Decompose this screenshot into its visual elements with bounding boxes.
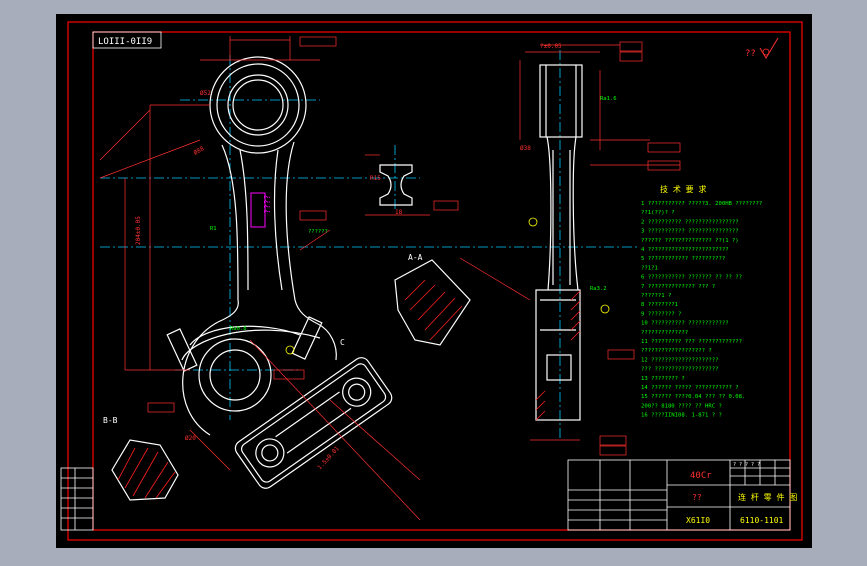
tolerance-frames <box>147 36 681 456</box>
title-mark-row: ? ? ? ? ? <box>733 462 760 468</box>
section-bb-view: B-B <box>103 416 179 501</box>
tech-note-line: 2 ?????????? ???????????????? <box>641 219 739 225</box>
tech-notes: 1 ??????????? ?????3. 200HB ???????? ??1… <box>641 201 762 419</box>
tech-note-line: 10 ?????????? ???????????? <box>641 321 729 327</box>
roughness-symbol: ?? <box>745 37 779 59</box>
svg-text:??????: ?????? <box>308 229 328 235</box>
revision-column <box>60 467 94 531</box>
surface-callouts: ?????? Ra1.6 Ra3.2 R1 Ra0.8 <box>210 96 617 332</box>
svg-text:18: 18 <box>395 209 403 216</box>
title-scale-code: X61I0 <box>686 516 710 525</box>
svg-text:Ra3.2: Ra3.2 <box>590 286 607 292</box>
section-aa-label: A-A <box>408 253 423 262</box>
title-block: 40Cr ?? 连 杆 零 件 图 X61I0 6110-1101 ? ? ? … <box>567 459 797 531</box>
svg-text:R15: R15 <box>370 175 381 182</box>
side-view-hatch <box>535 290 581 421</box>
tech-note-line: ?????????????? <box>641 330 688 336</box>
tech-note-line: 9 ???????? ? <box>641 311 681 317</box>
svg-text:Ra1.6: Ra1.6 <box>600 96 617 102</box>
tech-note-line: 16 ????IINI08. 1-871 ? ? <box>641 413 722 419</box>
tech-note-line: ??1(??)? ? <box>641 210 675 216</box>
title-name-left: ?? <box>692 493 702 502</box>
tech-note-line: ??????1 ? <box>641 293 671 299</box>
tech-note-line: ??1?1 <box>641 265 658 271</box>
drawing-code-text: LOIII-0II9 <box>98 37 152 47</box>
tech-note-line: 200?? 8180 ???? ?? HRC ? <box>641 403 722 409</box>
svg-text:R1: R1 <box>210 226 217 232</box>
i-section-detail <box>379 164 413 206</box>
tech-note-line: ??????????????????? ? <box>641 348 712 354</box>
view-c-label: C <box>340 338 345 347</box>
section-aa-view: A-A <box>394 253 471 346</box>
section-bb-label: B-B <box>103 416 118 425</box>
tech-note-line: 3 ??????????? ??????????????? <box>641 229 739 235</box>
tech-note-line: 15 ?????? ????0.04 ??? ?? 0.08. <box>641 394 745 400</box>
svg-text:Ø88: Ø88 <box>193 145 206 157</box>
svg-text:Ra0.8: Ra0.8 <box>230 326 247 332</box>
balloon-markers <box>285 217 610 355</box>
tech-note-line: 12 ???????????????????? <box>641 357 718 363</box>
svg-text:Ø52: Ø52 <box>200 90 211 97</box>
tech-note-line: 13 ???????? ? <box>641 376 685 382</box>
tech-note-line: 5 ???????????? ?????????? <box>641 256 725 262</box>
sheet-background <box>56 14 812 548</box>
tech-note-line: 4 ???????????????????????? <box>641 247 729 253</box>
tech-note-line: ??? ??????????????????? <box>641 367 718 373</box>
tech-title: 技 术 要 求 <box>660 184 706 194</box>
rod-cap-view <box>234 357 393 489</box>
oil-hole-label: ???? <box>263 195 272 214</box>
tech-note-line: 14 ?????? ????? ??????????? ? <box>641 385 739 391</box>
roughness-text: ?? <box>745 49 756 59</box>
technical-requirements: 技 术 要 求 1 ??????????? ?????3. 200HB ????… <box>641 184 762 419</box>
tech-note-line: 11 ????????? ??? ????????????? <box>641 339 742 345</box>
rod-front-view <box>166 56 337 436</box>
inner-border <box>92 31 791 531</box>
title-material: 40Cr <box>690 471 712 481</box>
title-drawing-number: 6110-1101 <box>740 516 784 525</box>
rod-side-view <box>535 64 583 421</box>
title-drawing-name: 连 杆 零 件 图 <box>738 492 797 502</box>
tech-note-line: 8 ????????1 <box>641 302 678 308</box>
oil-hole-label-box <box>250 192 266 228</box>
tech-note-line: ?????? ?????????????? ??(1 ?) <box>641 238 739 244</box>
tech-note-line: 6 ??????????? ??????? ?? ?? ?? <box>641 275 742 281</box>
tech-note-line: 1 ??????????? ?????3. 200HB ???????? <box>641 201 762 207</box>
tech-note-line: 7 ?????????????? ??? ? <box>641 284 715 290</box>
drawing-code-box: LOIII-0II9 <box>92 31 162 49</box>
drawing-frame <box>67 21 803 541</box>
svg-text:Ø20: Ø20 <box>185 435 196 442</box>
svg-text:204±0.05: 204±0.05 <box>135 216 142 245</box>
svg-text:Ø38: Ø38 <box>520 145 531 152</box>
svg-text:?±0.05: ?±0.05 <box>540 43 562 50</box>
